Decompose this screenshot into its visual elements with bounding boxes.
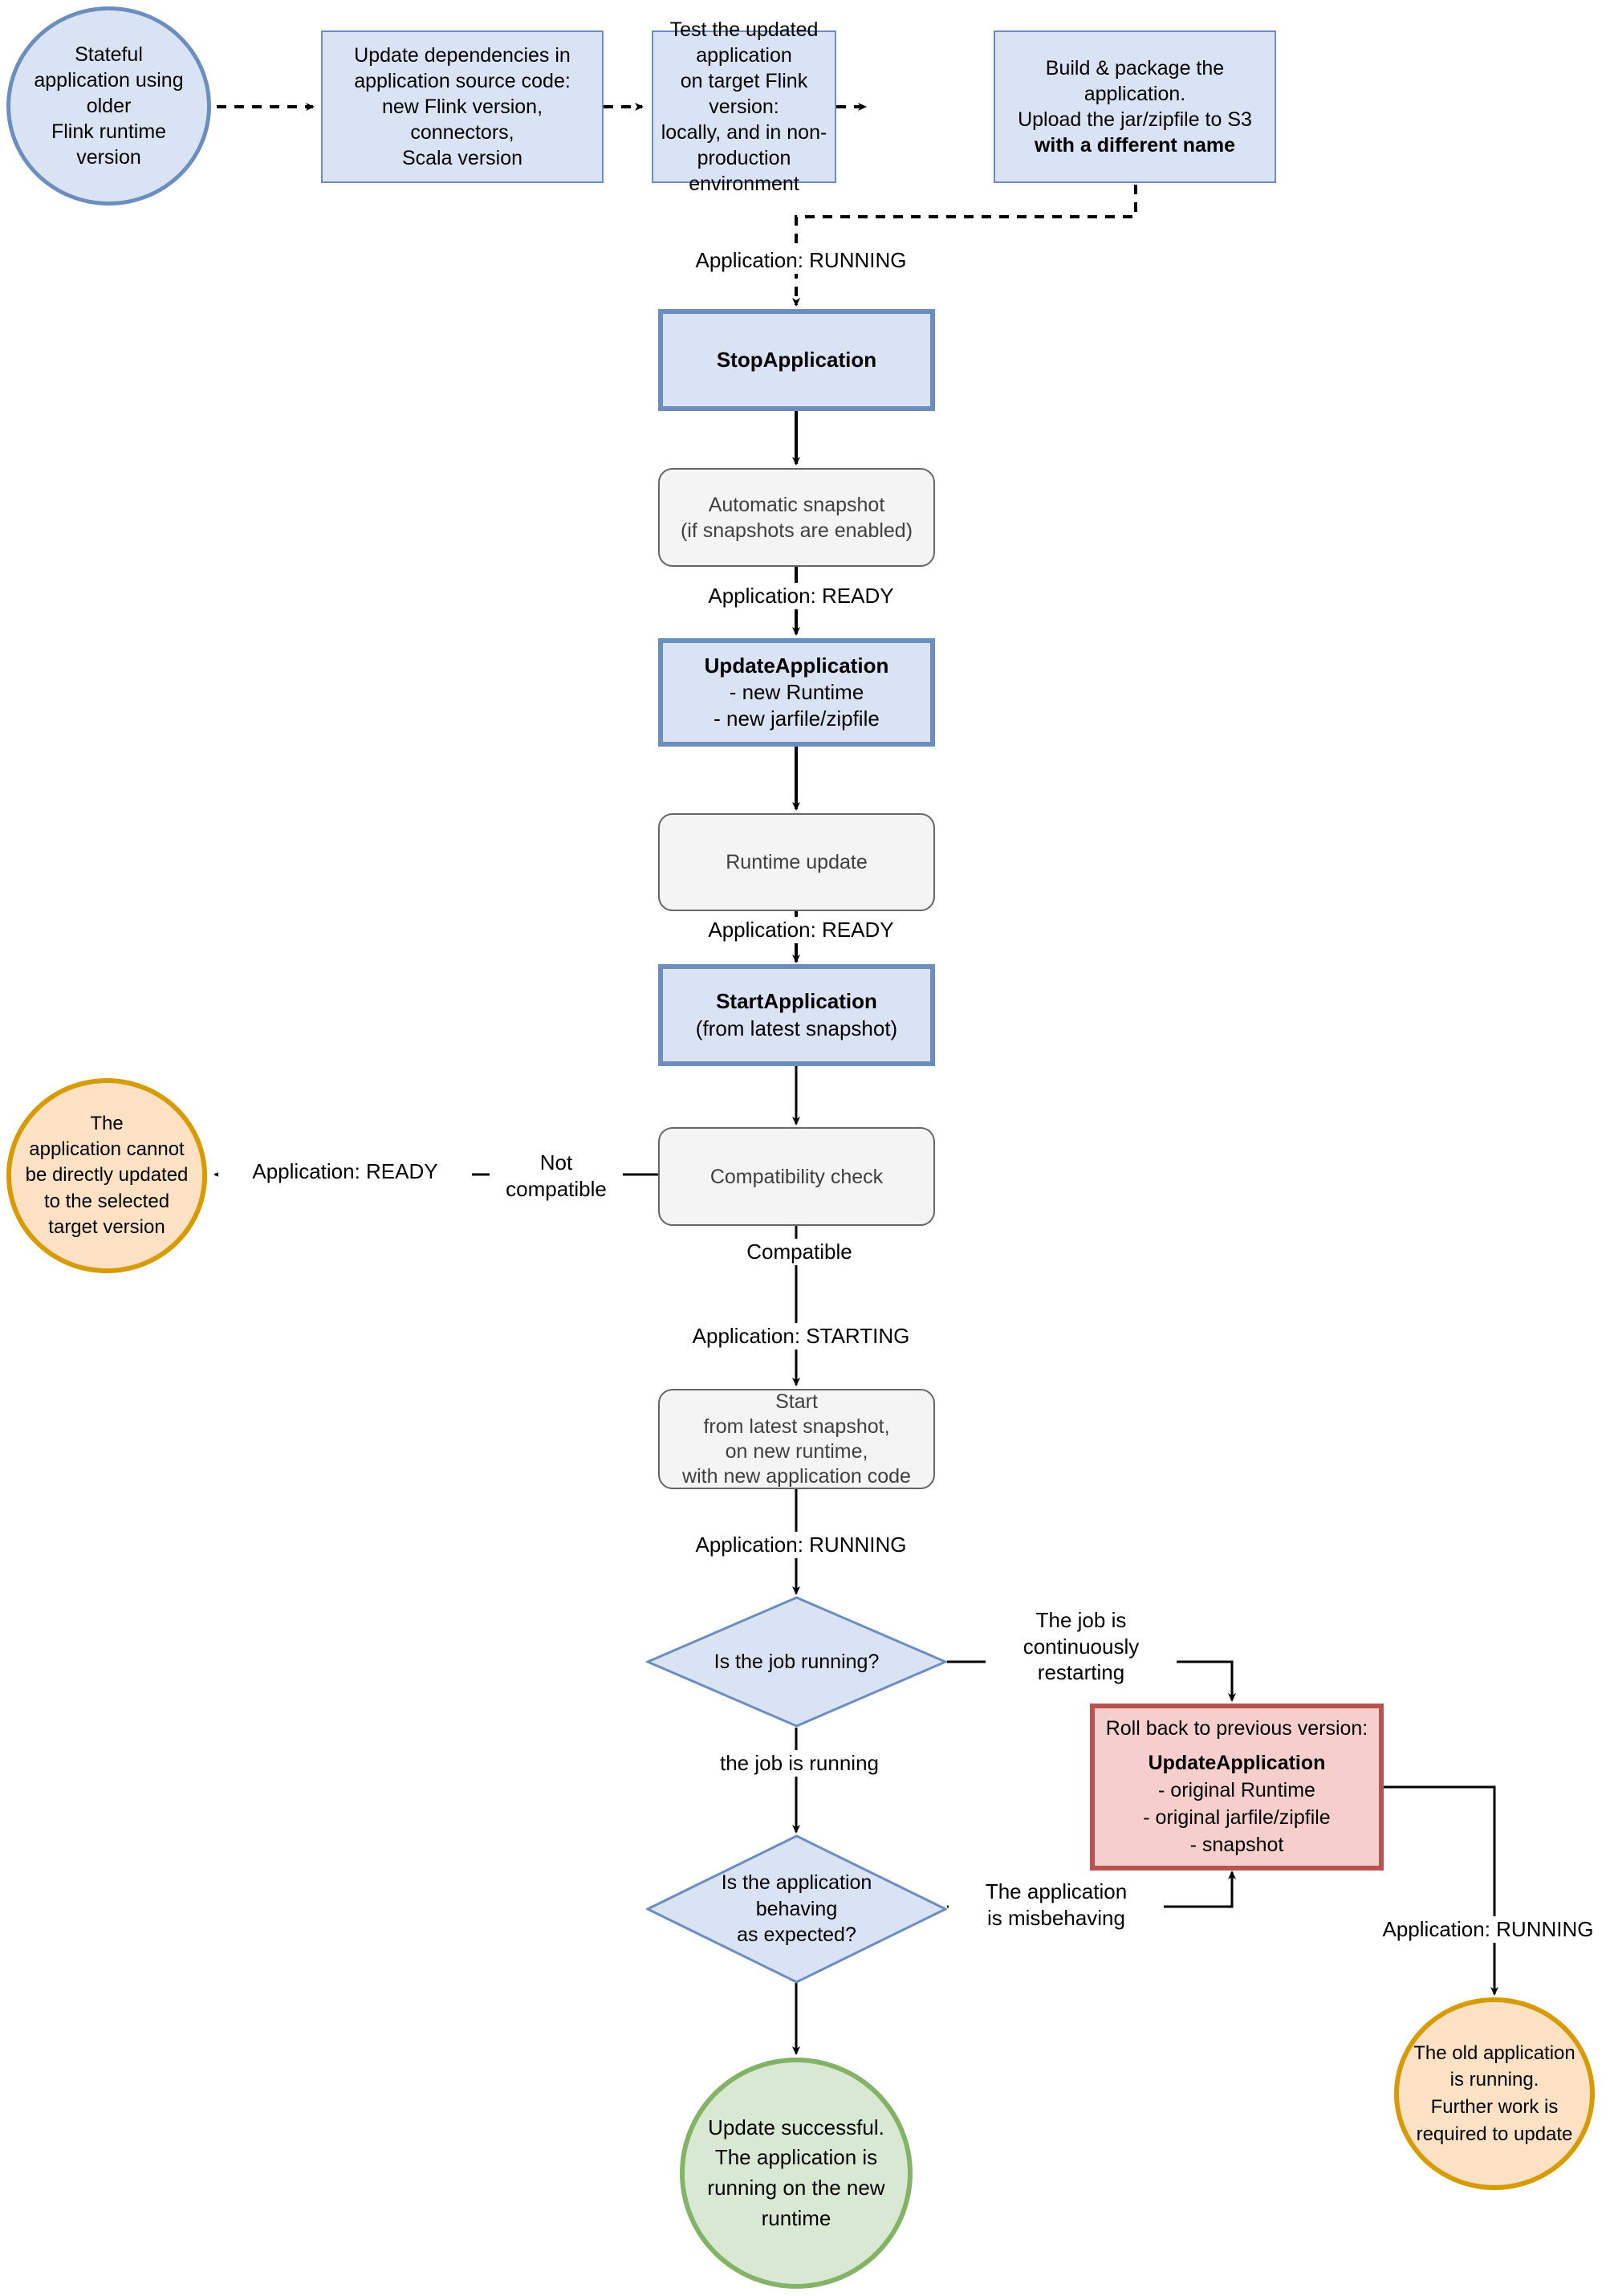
edge-label-compatible: Compatible — [681, 1239, 918, 1265]
edge-label-job-is-running: the job is running — [673, 1750, 926, 1777]
update-application-line-1: - new Runtime — [729, 679, 864, 704]
edge-label-ready-to-cannot-update: Application: READY — [218, 1158, 472, 1185]
node-automatic-snapshot-label: Automatic snapshot (if snapshots are ena… — [680, 493, 913, 542]
edge-build-to-stop — [792, 185, 1137, 307]
node-rollback-label: Roll back to previous version: UpdateApp… — [1095, 1716, 1379, 1859]
node-stop-application[interactable]: StopApplication — [658, 309, 935, 411]
start-application-title: StartApplication — [716, 989, 877, 1014]
diamond-shape-job-running — [646, 1596, 947, 1728]
edge-label-running-to-oldapp: Application: RUNNING — [1361, 1916, 1610, 1943]
node-build-package-label: Build & package the application. Upload … — [995, 55, 1275, 158]
node-runtime-update-label: Runtime update — [726, 851, 868, 873]
edge-label-not-compatible: Not compatible — [490, 1150, 623, 1202]
edge-label-running-to-stop: Application: RUNNING — [658, 247, 944, 274]
node-is-job-running-label: Is the job running? — [714, 1650, 880, 1673]
edge-label-starting: Application: STARTING — [658, 1323, 944, 1350]
edge-label-job-restarting: The job is continuously restarting — [986, 1607, 1177, 1686]
start-application-sub: (from latest snapshot) — [695, 1016, 898, 1040]
node-compatibility-check-label: Compatibility check — [709, 1165, 884, 1188]
build-package-line-4: with a different name — [1034, 134, 1236, 157]
build-package-line-2: application. — [1083, 83, 1186, 105]
node-runtime-update[interactable]: Runtime update — [658, 813, 935, 911]
diamond-shape-app-behaving — [646, 1834, 947, 1984]
node-stateful-application-circle[interactable]: Stateful application using older Flink r… — [6, 6, 211, 206]
edge-label-runtime-to-start: Application: READY — [658, 917, 944, 943]
build-package-line-3: Upload the jar/zipfile to S3 — [1018, 108, 1252, 131]
node-test-application-label: Test the updated application on target F… — [661, 18, 827, 195]
edge-label-snapshot-to-update: Application: READY — [658, 583, 944, 609]
node-update-dependencies[interactable]: Update dependencies in application sourc… — [321, 31, 604, 183]
node-update-application-label: UpdateApplication - new Runtime - new ja… — [663, 653, 930, 733]
node-cannot-update-circle[interactable]: The application cannot be directly updat… — [6, 1078, 207, 1273]
build-package-line-1: Build & package the — [1045, 57, 1225, 79]
node-old-application-running-circle[interactable]: The old application is running. Further … — [1394, 1997, 1595, 2190]
node-old-application-running-label: The old application is running. Further … — [1413, 2042, 1575, 2145]
update-application-title: UpdateApplication — [704, 653, 889, 678]
edge-rollback-to-oldapp — [1383, 1785, 1498, 1996]
node-stateful-application-label: Stateful application using older Flink r… — [34, 43, 184, 169]
node-start-from-snapshot-label: Start from latest snapshot, on new runti… — [682, 1390, 911, 1488]
node-start-from-snapshot[interactable]: Start from latest snapshot, on new runti… — [658, 1389, 935, 1489]
update-application-line-2: - new jarfile/zipfile — [714, 706, 880, 731]
node-is-job-running-diamond[interactable]: Is the job running? — [646, 1596, 947, 1728]
rollback-line-1: - original Runtime — [1158, 1779, 1315, 1802]
node-rollback-update-application[interactable]: Roll back to previous version: UpdateApp… — [1090, 1704, 1384, 1871]
node-is-app-behaving-label: Is the application behaving as expected? — [721, 1871, 872, 1947]
node-stop-application-label: StopApplication — [716, 347, 877, 372]
node-update-application[interactable]: UpdateApplication - new Runtime - new ja… — [658, 638, 935, 747]
node-update-successful-circle[interactable]: Update successful. The application is ru… — [680, 2058, 913, 2289]
edge-label-running-to-jobcheck: Application: RUNNING — [658, 1532, 944, 1558]
node-automatic-snapshot[interactable]: Automatic snapshot (if snapshots are ena… — [658, 468, 935, 567]
rollback-line-3: - snapshot — [1189, 1833, 1284, 1856]
node-cannot-update-label: The application cannot be directly updat… — [25, 1112, 189, 1239]
rollback-update-application-title: UpdateApplication — [1148, 1752, 1326, 1775]
rollback-line-2: - original jarfile/zipfile — [1143, 1805, 1331, 1829]
node-start-application-label: StartApplication (from latest snapshot) — [663, 988, 930, 1042]
rollback-title-line: Roll back to previous version: — [1105, 1716, 1368, 1740]
node-update-successful-label: Update successful. The application is ru… — [707, 2115, 885, 2230]
node-is-app-behaving-diamond[interactable]: Is the application behaving as expected? — [646, 1834, 947, 1984]
node-build-package[interactable]: Build & package the application. Upload … — [994, 31, 1276, 183]
node-update-dependencies-label: Update dependencies in application sourc… — [354, 44, 571, 169]
node-test-application[interactable]: Test the updated application on target F… — [652, 18, 836, 195]
edge-label-app-misbehaving: The application is misbehaving — [949, 1879, 1164, 1931]
node-compatibility-check[interactable]: Compatibility check — [658, 1127, 935, 1226]
node-start-application[interactable]: StartApplication (from latest snapshot) — [658, 964, 935, 1066]
